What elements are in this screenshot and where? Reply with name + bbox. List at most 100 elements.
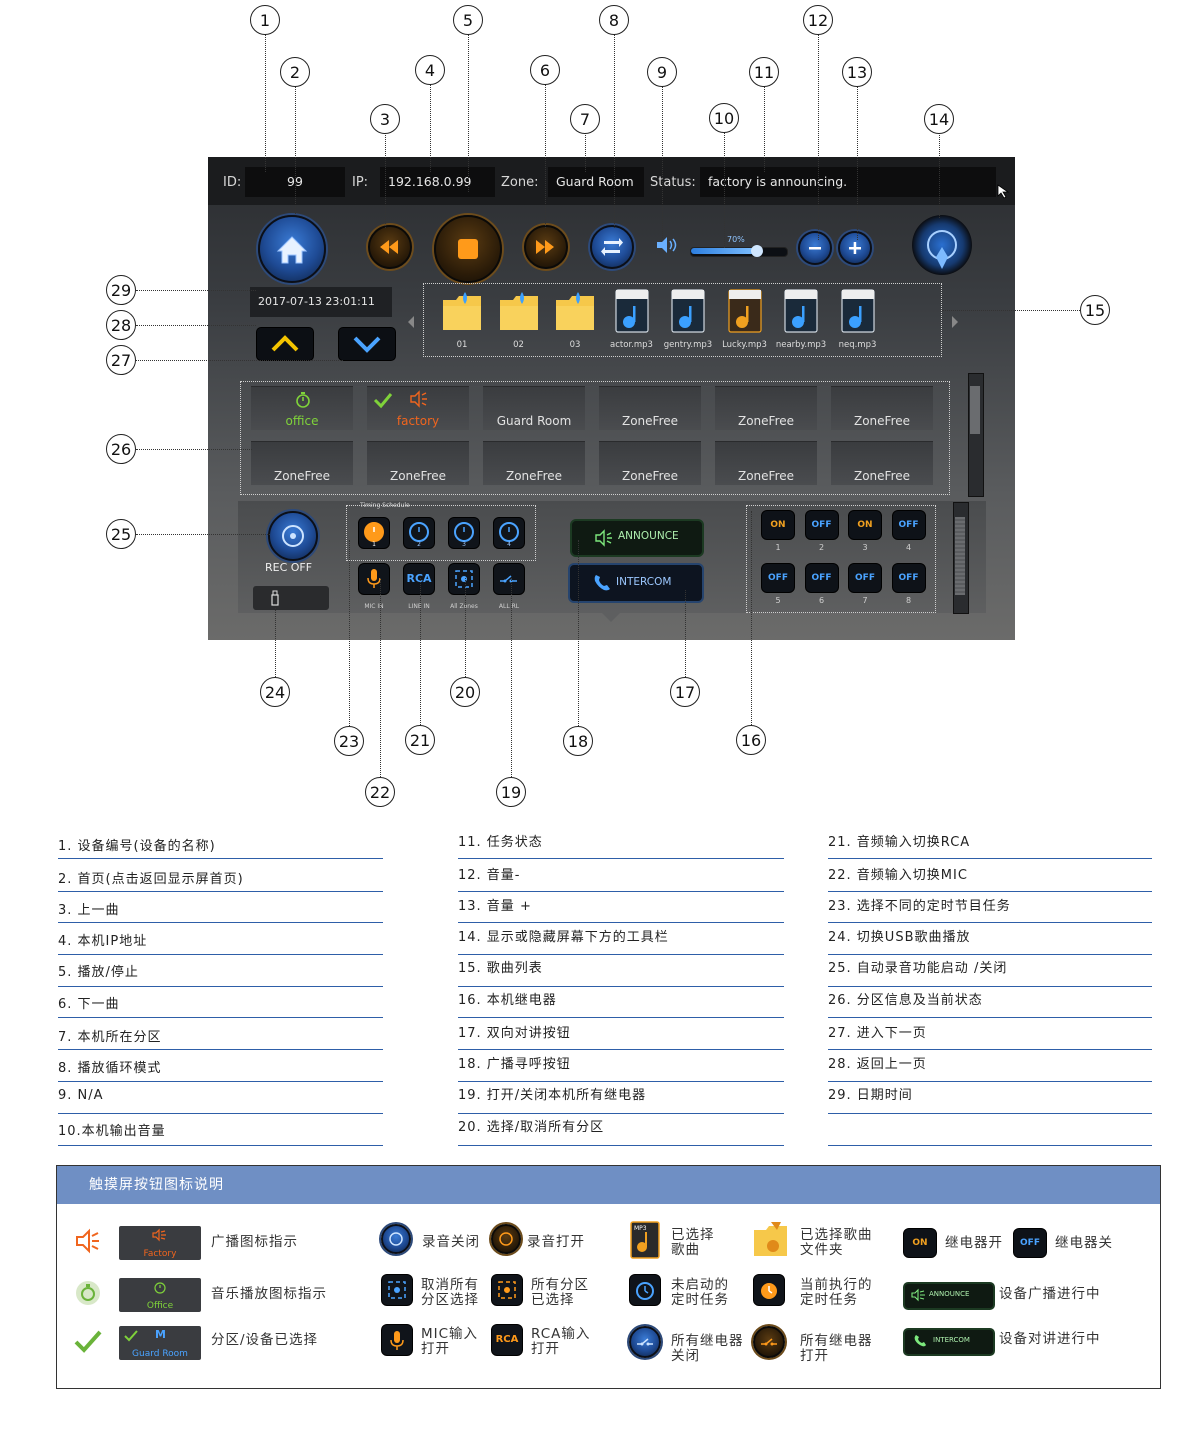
folder-sel-text-1: 已选择歌曲 [800,1227,873,1243]
callout-5: 5 [453,5,483,35]
timer-idle-icon [629,1274,661,1306]
callout-24: 24 [260,677,290,707]
relay-toggle[interactable]: OFF [891,510,926,540]
legend-underline [828,858,1152,859]
callout-26: 26 [106,434,136,464]
selected-folder-icon [754,1222,787,1256]
loop-mode-button[interactable] [590,225,634,269]
legend-item: 7. 本机所在分区 [58,1030,162,1045]
callout-leader-line [942,310,1080,311]
relay-toggle[interactable]: ON [761,510,795,540]
relay-scrollbar[interactable] [953,502,969,614]
zone-scroll-thumb[interactable] [970,386,980,434]
song-list-item[interactable]: 03 [549,288,601,350]
volume-down-button[interactable] [798,231,832,265]
song-list-item[interactable]: neq.mp3 [832,288,884,350]
legend-underline [828,1145,1152,1146]
announcing-icon: ANNOUNCE [903,1282,995,1310]
phone-icon [594,575,610,591]
page-up-button[interactable] [256,327,314,361]
relay-toggle[interactable]: OFF [891,563,926,593]
song-list-item[interactable]: actor.mp3 [606,288,658,350]
timer-button[interactable]: 3 [448,517,480,549]
callout-leader-line [136,534,270,535]
previous-button[interactable] [368,225,412,269]
legend-underline [58,986,383,987]
zone-scrollbar[interactable] [968,373,984,497]
record-icon [282,525,304,547]
legend-underline [828,891,1152,892]
legend-item: 9. N/A [58,1088,104,1103]
relay-toggle[interactable]: OFF [804,510,839,540]
legend-underline [58,922,383,923]
list-left-arrow-icon[interactable] [406,315,416,329]
zone-tile[interactable]: ZoneFree [715,386,817,430]
zone-tile[interactable]: ZoneFree [831,441,933,485]
song-list-item[interactable]: nearby.mp3 [775,288,827,350]
factory-thumb: Factory [119,1226,201,1260]
zone-tile[interactable]: ZoneFree [367,441,469,485]
rec-button[interactable] [268,511,318,561]
song-list-item[interactable]: 01 [436,288,488,350]
callout-19: 19 [496,777,526,807]
timer-button[interactable]: 2 [403,517,435,549]
volume-up-button[interactable] [838,231,872,265]
usb-button[interactable] [253,586,329,610]
volume-knob[interactable] [751,245,764,257]
song-list-item-label: 01 [456,340,468,350]
callout-8: 8 [599,5,629,35]
callout-28: 28 [106,310,136,340]
zone-tile[interactable]: ZoneFree [599,441,701,485]
office-timer-icon [154,1282,166,1294]
song-list-item-label: actor.mp3 [610,340,653,350]
zone-tile[interactable]: ZoneFree [483,441,585,485]
toggle-arrow-icon [927,230,957,269]
datetime-value: 2017-07-13 23:01:11 [258,295,375,308]
zone-tile[interactable]: ZoneFree [251,441,353,485]
home-button[interactable] [258,215,326,283]
relay-toggle[interactable]: OFF [848,563,882,593]
next-button[interactable] [524,225,568,269]
relay-scroll-thumb[interactable] [955,517,965,595]
zone-tile[interactable]: ZoneFree [599,386,701,430]
intercom-button[interactable]: INTERCOM [568,563,704,603]
page-down-button[interactable] [338,327,396,361]
song-list-item[interactable]: 02 [493,288,545,350]
input-button[interactable] [448,563,480,595]
legend-underline [828,1113,1152,1114]
relays-off-text-2: 关闭 [671,1348,700,1364]
timer-button[interactable]: 1 [358,517,390,549]
relay-toggle[interactable]: OFF [804,563,839,593]
cursor-icon [997,184,1010,199]
zone-tile[interactable]: ZoneFree [831,386,933,430]
callout-leader-line [136,449,252,450]
relay-number: 6 [818,596,825,605]
zone-tile[interactable]: ZoneFree [715,441,817,485]
song-list-item[interactable]: gentry.mp3 [662,288,714,350]
input-button[interactable] [493,563,525,595]
relay-on-text: 继电器开 [945,1235,1003,1251]
callout-18: 18 [563,726,593,756]
input-button[interactable]: RCA [403,563,435,595]
relay-toggle[interactable]: OFF [761,563,795,593]
legend-underline [58,1145,383,1146]
list-right-arrow-icon[interactable] [950,315,960,329]
zone-tile[interactable]: office [251,386,353,430]
song-list-item[interactable]: Lucky.mp3 [719,288,771,350]
relay-toggle[interactable]: ON [848,510,882,540]
callout-25: 25 [106,519,136,549]
announce-button[interactable]: ANNOUNCE [570,519,704,557]
legend-item: 8. 播放循环模式 [58,1061,162,1076]
toolbar-toggle-button[interactable] [912,215,972,275]
zone-tile[interactable]: Guard Room [483,386,585,430]
zone-tile[interactable]: factory [367,386,469,430]
input-button[interactable] [358,563,390,595]
legend-item: 26. 分区信息及当前状态 [828,993,983,1008]
timer-button[interactable]: 4 [493,517,525,549]
folder-icon [556,292,594,330]
callout-leader-line [295,86,296,214]
callout-leader-line [265,34,266,172]
legend-item: 19. 打开/关闭本机所有继电器 [458,1088,647,1103]
volume-slider[interactable] [690,245,788,257]
play-stop-button[interactable] [434,215,502,283]
